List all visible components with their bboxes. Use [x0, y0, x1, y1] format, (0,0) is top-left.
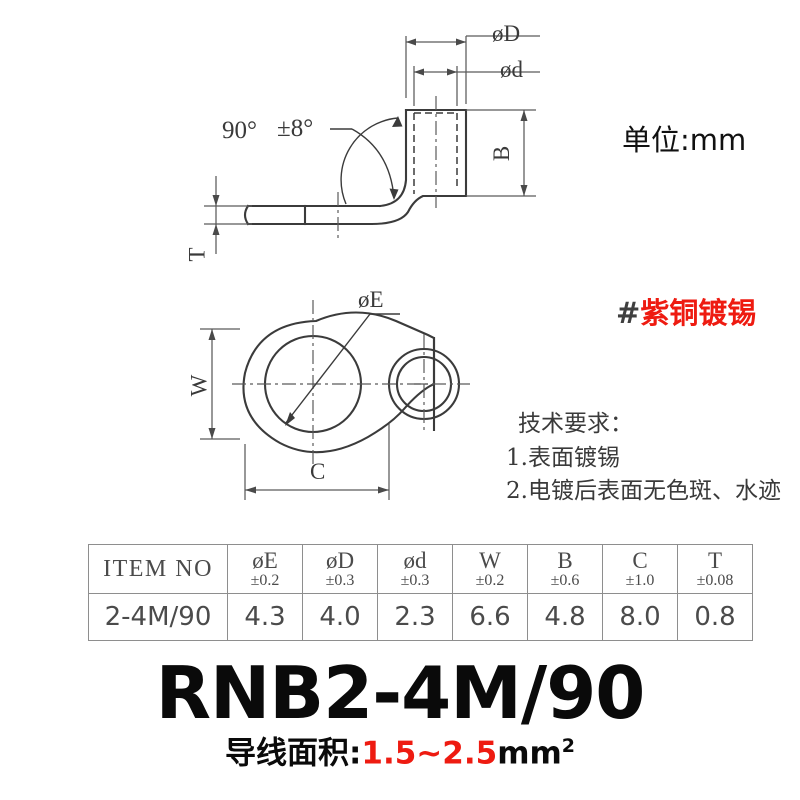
table-header-item-no: ITEM NO	[88, 544, 228, 594]
table-header-cell: T ±0.08	[677, 544, 753, 594]
table-cell-value: 2.3	[377, 593, 453, 641]
dim-label-width: W	[186, 374, 212, 397]
tech-requirement-item: 1.表面镀锡	[506, 444, 620, 471]
tech-requirement-item: 2.电镀后表面无色斑、水迹	[506, 478, 781, 505]
dim-arrow-T	[212, 176, 220, 254]
hash-symbol: #	[616, 296, 641, 330]
table-cell-value: 0.8	[677, 593, 753, 641]
table-cell-item-no: 2-4M/90	[88, 593, 228, 641]
header-symbol: C	[632, 547, 648, 573]
table-row: 2-4M/90 4.3 4.0 2.3 6.6 4.8 8.0 0.8	[88, 593, 753, 641]
top-view-geometry	[200, 300, 470, 500]
table-cell-value: 4.0	[302, 593, 378, 641]
dim-arrow-oD	[406, 38, 466, 46]
header-tolerance: ±0.3	[400, 571, 430, 589]
material-label: 紫铜镀锡	[640, 296, 757, 330]
wire-spec-unit-exponent: 2	[561, 735, 576, 757]
angle-label: 90°	[222, 117, 257, 144]
header-symbol: B	[557, 547, 573, 573]
side-view-geometry	[204, 35, 540, 254]
table-cell-value: 4.3	[227, 593, 303, 641]
dim-label-barrel-height: B	[489, 145, 515, 162]
table-cell-value: 6.6	[452, 593, 528, 641]
angle-tolerance-label: ±8°	[277, 115, 314, 142]
wire-spec-label: 导线面积:	[224, 735, 362, 772]
header-symbol: T	[707, 547, 723, 573]
header-tolerance: ±0.6	[550, 571, 580, 589]
dim-arrow-B	[520, 110, 528, 196]
table-header-cell: ød ±0.3	[377, 544, 453, 594]
table-cell-value: 4.8	[527, 593, 603, 641]
model-title: RNB2-4M/90	[155, 651, 646, 735]
header-tolerance: ±0.2	[250, 571, 280, 589]
table-header-cell: W ±0.2	[452, 544, 528, 594]
table-header-row: ITEM NO øE ±0.2 øD ±0.3 ød ±0.3 W ±0.2	[88, 544, 753, 594]
dim-label-hole-diameter: øE	[358, 287, 384, 312]
header-symbol: øD	[325, 547, 355, 573]
header-symbol: ød	[403, 547, 427, 573]
table-cell-value: 8.0	[602, 593, 678, 641]
tech-requirements-title: 技术要求：	[518, 411, 633, 437]
spec-table: ITEM NO øE ±0.2 øD ±0.3 ød ±0.3 W ±0.2	[88, 544, 753, 641]
table-header-cell: C ±1.0	[602, 544, 678, 594]
header-symbol: W	[479, 547, 501, 573]
table-header-cell: øD ±0.3	[302, 544, 378, 594]
dim-arrow-W	[208, 329, 216, 439]
header-symbol: øE	[252, 547, 278, 573]
header-tolerance: ±0.3	[325, 571, 355, 589]
header-tolerance: ±1.0	[625, 571, 655, 589]
table-header-cell: øE ±0.2	[227, 544, 303, 594]
wire-spec-range: 1.5~2.5	[361, 735, 498, 772]
table-header-cell: B ±0.6	[527, 544, 603, 594]
dim-label-thickness: T	[184, 247, 210, 262]
header-tolerance: ±0.2	[475, 571, 505, 589]
dim-label-outer-diameter: øD	[492, 21, 521, 46]
technical-requirements: 技术要求： 1.表面镀锡 2.电镀后表面无色斑、水迹	[506, 408, 781, 509]
dim-arrow-C	[245, 486, 389, 494]
unit-note: 单位:mm	[622, 123, 747, 157]
material-note: #紫铜镀锡	[616, 290, 756, 332]
dim-label-length: C	[310, 459, 326, 484]
wire-spec: 导线面积:1.5~2.5mm2	[0, 737, 800, 769]
dim-arrow-od	[414, 68, 457, 76]
dim-label-inner-diameter: ød	[500, 57, 523, 82]
wire-spec-unit: mm	[497, 735, 562, 772]
header-tolerance: ±0.08	[696, 571, 734, 589]
